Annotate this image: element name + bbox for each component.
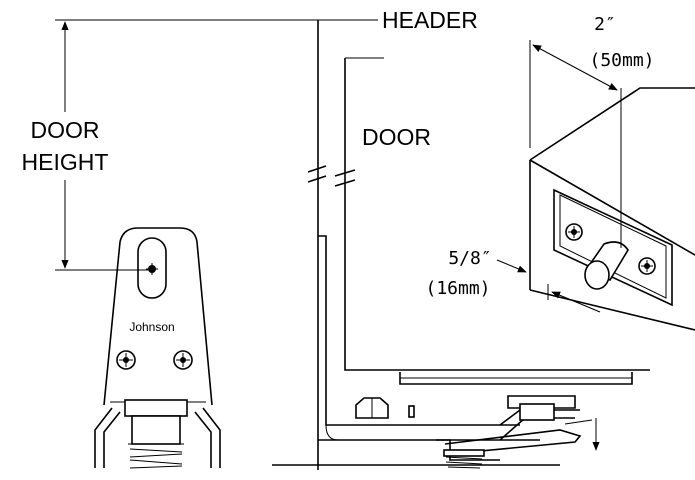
- door-height-label-line1: DOOR: [31, 117, 100, 143]
- pin-dimension-metric: (16mm): [425, 278, 490, 299]
- hinge-bracket-front-view: [94, 227, 221, 469]
- pin-detail: [496, 40, 695, 331]
- pin-dimension-imperial: 5/8″: [448, 248, 491, 269]
- header-section: [307, 19, 378, 470]
- screw-icon: [116, 350, 136, 370]
- offset-dimension-metric: (50mm): [589, 50, 654, 71]
- screw-icon: [565, 223, 583, 241]
- adjustment-slot: [137, 237, 167, 299]
- brand-label: Johnson: [129, 320, 174, 334]
- door-height-dimension: [55, 19, 318, 271]
- door-height-label-line2: HEIGHT: [22, 149, 109, 175]
- offset-dimension-imperial: 2″: [594, 14, 616, 35]
- screw-icon: [638, 257, 656, 275]
- door-section: [334, 57, 650, 385]
- screw-icon: [173, 350, 193, 370]
- header-label: HEADER: [382, 7, 478, 33]
- door-label: DOOR: [362, 124, 431, 150]
- pivot-bracket-side: [272, 235, 600, 469]
